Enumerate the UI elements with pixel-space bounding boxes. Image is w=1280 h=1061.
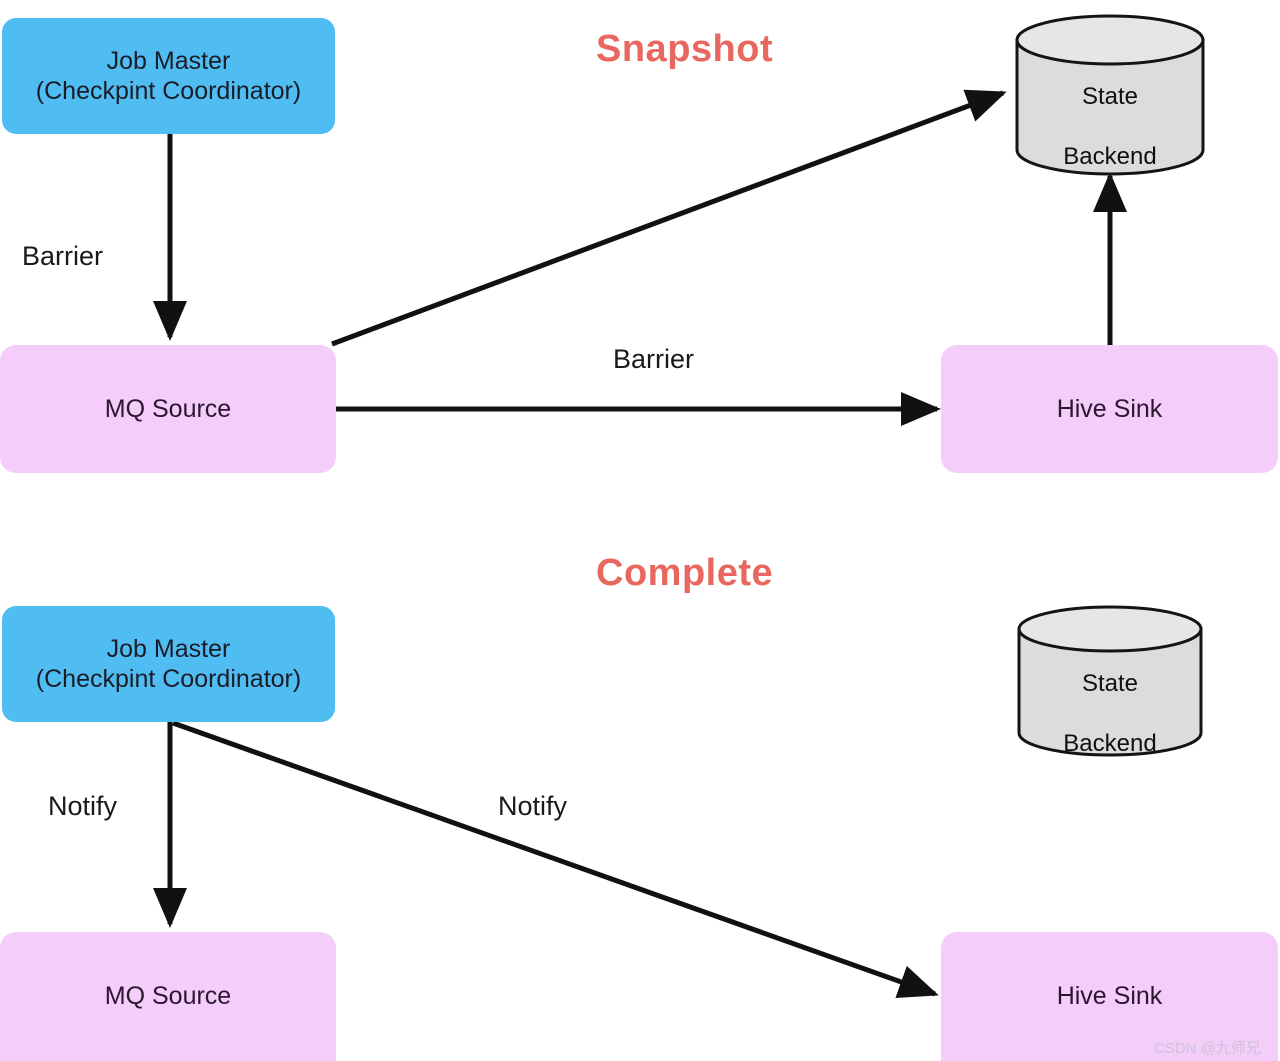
edge-label-barrier-horizontal: Barrier (613, 344, 695, 374)
node-mq-source-top[interactable]: MQ Source (0, 345, 336, 473)
hive-sink-label-top: Hive Sink (1056, 394, 1163, 423)
node-job-master-top[interactable]: Job Master (Checkpint Coordinator) (2, 18, 335, 134)
node-hive-sink-top[interactable]: Hive Sink (941, 345, 1278, 473)
node-hive-sink-bottom[interactable]: Hive Sink (941, 932, 1278, 1061)
arrow-mqsource-to-statebackend-top (331, 89, 1007, 347)
cylinder-shape-top (1015, 14, 1205, 176)
edge-label-notify-diagonal: Notify (498, 791, 568, 821)
node-state-backend-top[interactable]: State Backend (1014, 14, 1206, 176)
edge-label-notify-vertical: Notify (48, 791, 118, 821)
node-job-master-bottom[interactable]: Job Master (Checkpint Coordinator) (2, 606, 335, 722)
job-master-title-top: Job Master (106, 46, 231, 75)
job-master-title-bottom: Job Master (106, 634, 231, 663)
hive-sink-label-bottom: Hive Sink (1056, 982, 1163, 1011)
node-state-backend-bottom[interactable]: State Backend (1016, 605, 1204, 757)
csdn-watermark: CSDN @九师兄 (1154, 1040, 1261, 1057)
edge-label-barrier-vertical: Barrier (22, 241, 104, 271)
section-title-snapshot: Snapshot (596, 28, 774, 70)
job-master-subtitle-bottom: (Checkpint Coordinator) (35, 665, 302, 693)
section-title-complete: Complete (596, 552, 774, 594)
cylinder-shape-bottom (1017, 605, 1203, 757)
mq-source-label-top: MQ Source (104, 394, 232, 423)
job-master-subtitle-top: (Checkpint Coordinator) (35, 77, 302, 105)
node-mq-source-bottom[interactable]: MQ Source (0, 932, 336, 1061)
mq-source-label-bottom: MQ Source (104, 982, 232, 1011)
